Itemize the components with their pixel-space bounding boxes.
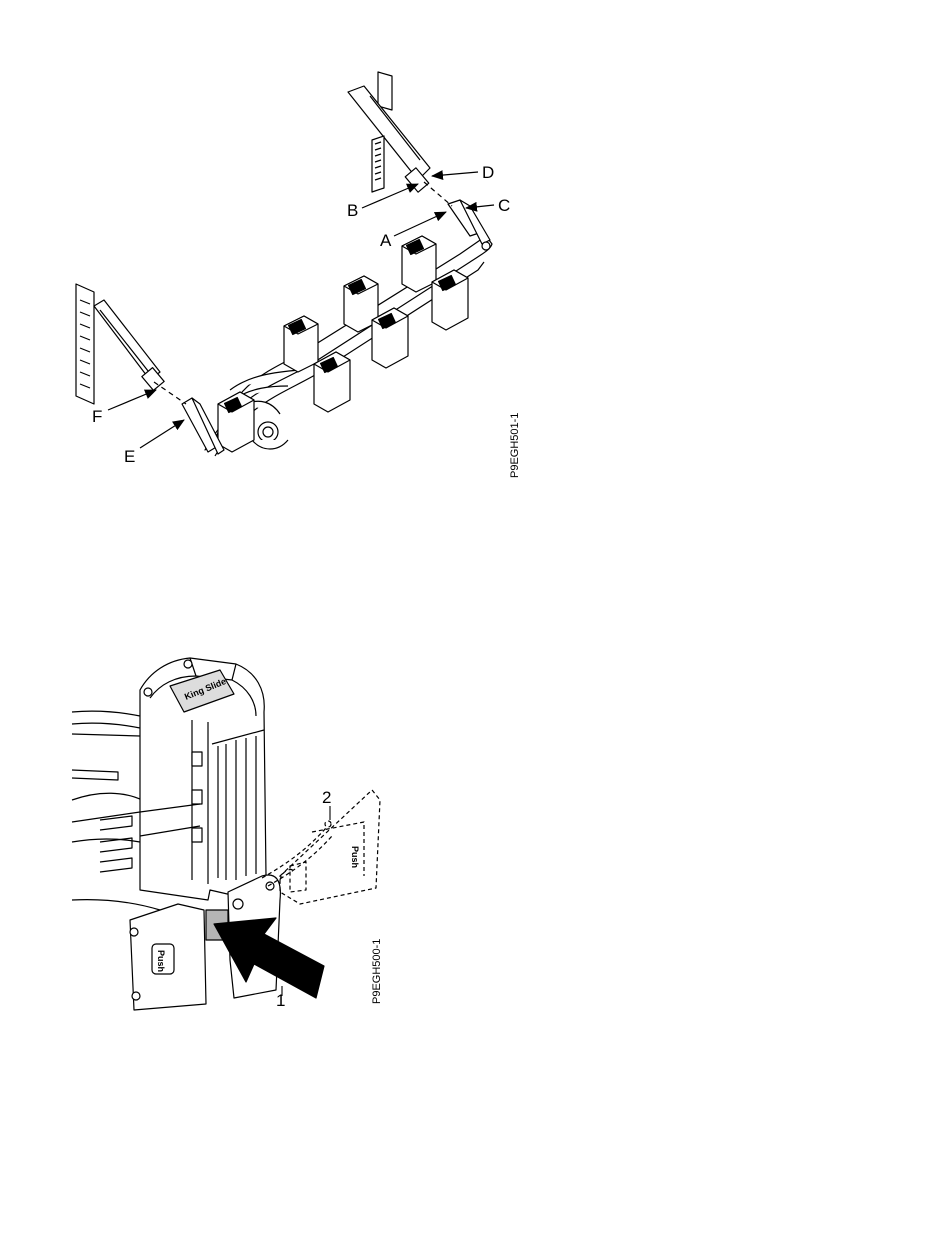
figure-1-id: P9EGH501-1	[509, 413, 521, 478]
callout-e: E	[124, 447, 135, 466]
swung-out-position	[262, 790, 380, 904]
swung-tab-label: Push	[350, 846, 360, 868]
attach-line-right	[424, 182, 452, 206]
callout-d: D	[482, 163, 494, 182]
callout-2: 2	[322, 788, 331, 807]
right-rail	[348, 72, 430, 192]
callout-1: 1	[276, 991, 285, 1010]
callout-b: B	[347, 201, 358, 220]
callout-f: F	[92, 407, 102, 426]
figure-2-latch: King Slide Push Push	[72, 658, 380, 1010]
cable-clip-1	[284, 316, 318, 372]
release-tab: Push	[130, 904, 206, 1010]
callout-c: C	[498, 196, 510, 215]
callout-a: A	[380, 231, 392, 250]
cable-clip-5	[402, 236, 436, 292]
cable-clip-7	[218, 392, 254, 452]
figure-1-cable-arm	[76, 72, 492, 456]
cable-clip-4	[372, 308, 408, 368]
figure-2-id: P9EGH500-1	[371, 939, 383, 1004]
tab-label: Push	[156, 950, 166, 972]
cable-clip-6	[432, 270, 468, 330]
left-rail	[76, 284, 164, 404]
cable-clip-2	[314, 352, 350, 412]
